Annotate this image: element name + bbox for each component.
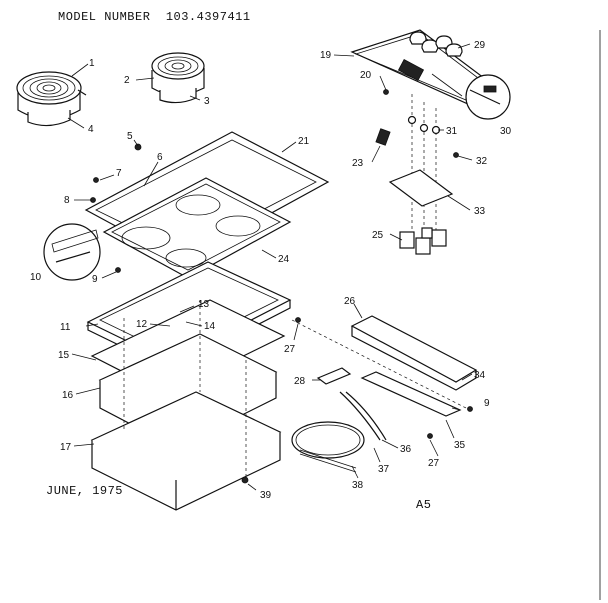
callout-13: 13 xyxy=(198,299,210,310)
callout-23: 23 xyxy=(352,158,364,169)
callout-27-upper: 27 xyxy=(284,344,296,355)
callout-24: 24 xyxy=(278,254,290,265)
glass-cooktop xyxy=(102,177,292,279)
model-number-header: MODEL NUMBER 103.4397411 xyxy=(58,10,251,24)
callout-11: 11 xyxy=(60,322,71,333)
callout-29: 29 xyxy=(474,40,486,51)
surface-element-large xyxy=(16,71,87,127)
detail-circle-left xyxy=(43,223,101,281)
callout-33: 33 xyxy=(474,206,486,217)
callout-7: 7 xyxy=(116,168,122,179)
callout-28: 28 xyxy=(294,376,306,387)
callout-15: 15 xyxy=(58,350,70,361)
callout-36: 36 xyxy=(400,444,412,455)
date-footer: JUNE, 1975 xyxy=(46,484,124,498)
callout-27-lower: 27 xyxy=(428,458,440,469)
callout-1: 1 xyxy=(89,58,95,69)
wire-bracket xyxy=(360,371,462,417)
callout-34: 34 xyxy=(474,370,486,381)
callout-16: 16 xyxy=(62,390,74,401)
callout-31: 31 xyxy=(446,126,458,137)
callout-26: 26 xyxy=(344,296,356,307)
callout-30: 30 xyxy=(500,126,512,137)
callout-8: 8 xyxy=(64,195,70,206)
callout-25: 25 xyxy=(372,230,384,241)
callout-19: 19 xyxy=(320,50,332,61)
switch-nuts xyxy=(407,115,441,135)
callout-21: 21 xyxy=(298,136,310,147)
callout-38: 38 xyxy=(352,480,364,491)
callout-3: 3 xyxy=(204,96,210,107)
callout-5: 5 xyxy=(127,131,133,142)
callout-labels: 1 2 3 4 5 6 7 8 9 10 11 12 13 14 15 16 1… xyxy=(30,40,512,501)
callout-9-right: 9 xyxy=(484,398,490,409)
knobs xyxy=(409,31,463,57)
callout-9-left: 9 xyxy=(92,274,98,285)
infinite-switches xyxy=(399,227,447,255)
callout-12: 12 xyxy=(136,319,148,330)
sheet-code: A5 xyxy=(416,498,432,512)
switch-bracket xyxy=(388,169,454,207)
detail-circle-right xyxy=(465,74,511,120)
surface-element-small xyxy=(151,52,205,104)
indicator-light xyxy=(375,128,391,146)
model-number-value: 103.4397411 xyxy=(165,10,251,24)
callout-14: 14 xyxy=(204,321,216,332)
callout-4: 4 xyxy=(88,124,94,135)
wire-clip xyxy=(316,367,352,385)
callout-35: 35 xyxy=(454,440,466,451)
base-pan xyxy=(90,391,282,511)
callout-10: 10 xyxy=(30,272,42,283)
terminal-channel xyxy=(350,315,478,391)
callout-6: 6 xyxy=(157,152,163,163)
callout-37: 37 xyxy=(378,464,390,475)
leader-lines xyxy=(67,43,473,491)
callout-2: 2 xyxy=(124,75,130,86)
callout-32: 32 xyxy=(476,156,488,167)
callout-20: 20 xyxy=(360,70,372,81)
screws xyxy=(90,89,473,484)
wiring-harness xyxy=(291,391,387,473)
callout-39: 39 xyxy=(260,490,272,501)
callout-17: 17 xyxy=(60,442,72,453)
model-label: MODEL NUMBER xyxy=(58,10,151,24)
